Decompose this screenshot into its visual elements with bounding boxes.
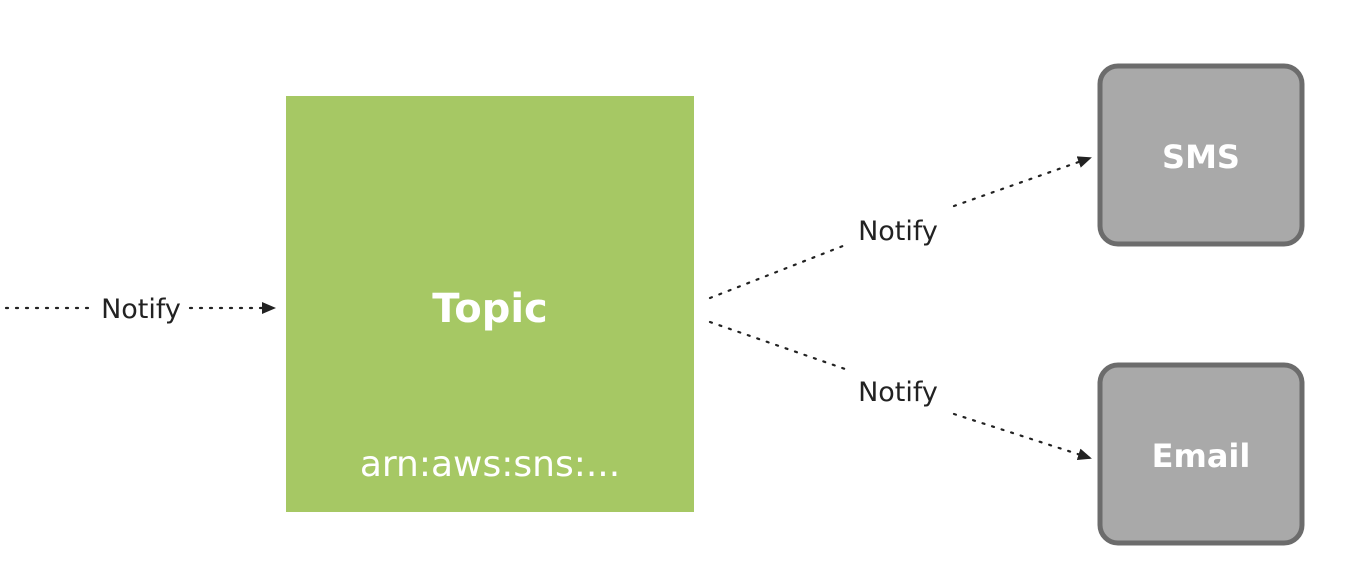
sms-edge-label: Notify [858,216,938,247]
topic-title: Topic [432,286,548,332]
incoming-edge-label: Notify [101,294,181,325]
notify-email-edge: Notify [708,320,1092,461]
email-edge-line-upper [708,320,850,372]
topic-node: Topic arn:aws:sns:... [286,96,694,512]
sms-edge-line-lower [708,242,850,300]
topic-arn: arn:aws:sns:... [360,444,620,485]
sms-edge-line-upper [952,156,1092,208]
incoming-notify-edge: Notify [4,294,276,325]
notify-sms-edge: Notify [708,156,1092,300]
email-edge-label: Notify [858,377,938,408]
email-edge-line-lower [952,412,1092,461]
sms-label: SMS [1162,138,1240,176]
email-box [1097,362,1305,546]
email-label: Email [1152,437,1251,475]
sms-subscriber-node: SMS [1097,63,1305,247]
sms-box [1097,63,1305,247]
topic-box [286,96,694,512]
email-subscriber-node: Email [1097,362,1305,546]
